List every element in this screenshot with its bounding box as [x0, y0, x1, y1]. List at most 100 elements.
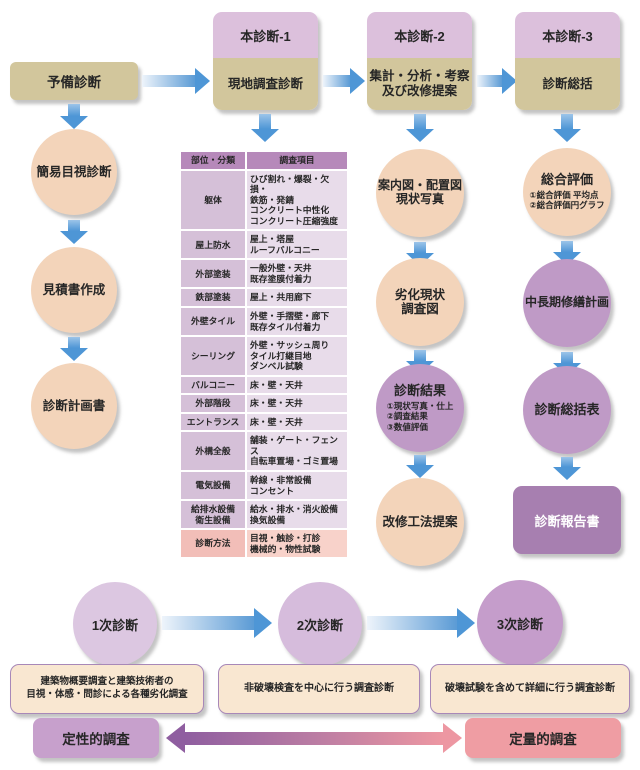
items-cell: 幹線・非常設備 コンセント [247, 472, 347, 500]
table-header-category: 部位・分類 [181, 152, 245, 169]
stage-box-1: 本診断-1 現地調査診断 [213, 12, 318, 110]
category-cell: シーリング [181, 337, 245, 375]
summary-step-1-detail: ①総合評価 平均点 ②総合評価円グラフ [529, 189, 605, 211]
category-cell: 屋上防水 [181, 231, 245, 259]
items-cell: 床・壁・天井 [247, 395, 347, 412]
left-step-circle-1: 簡易目視診断 [31, 129, 117, 215]
summary-step-3-title: 診断総括表 [534, 401, 600, 417]
table-row: 外部階段 床・壁・天井 [181, 395, 347, 412]
stage-2-body: 集計・分析・考察 及び改修提案 [367, 58, 472, 110]
primary-description-box: 建築物概要調査と建築技術者の 目視・体感・問診による各種劣化調査 [10, 664, 204, 714]
analysis-step-2-title: 劣化現状 調査図 [394, 287, 445, 316]
analysis-step-circle-4: 改修工法提案 [376, 478, 464, 566]
category-cell: 鉄部塗装 [181, 289, 245, 307]
stage-3-header: 本診断-3 [515, 12, 620, 58]
category-cell: 躯体 [181, 170, 245, 230]
stage-1-header: 本診断-1 [213, 12, 318, 58]
table-row: 屋上防水 屋上・塔屋 ルーフバルコニー [181, 231, 347, 259]
diagnosis-report-label: 診断報告書 [534, 513, 600, 529]
table-row: 外壁タイル 外壁・手摺壁・廊下 既存タイル付着力 [181, 308, 347, 336]
secondary-diagnosis-label: 2次診断 [296, 617, 344, 633]
table-row-diagnosis-method: 診断方法 目視・触診・打診 機械的・物性試験 [181, 530, 347, 558]
down-arrow-icon [406, 455, 434, 478]
table-row: 外構全般 舗装・ゲート・フェンス 自転車置場・ゴミ置場 [181, 432, 347, 471]
quantitative-survey-box: 定量的調査 [465, 718, 621, 758]
items-cell: 床・壁・天井 [247, 413, 347, 431]
items-cell: 外壁・サッシュ周り タイル打継目地 ダンベル試験 [247, 337, 347, 375]
left-step-3-label: 診断計画書 [42, 398, 106, 413]
category-cell: エントランス [181, 413, 245, 431]
tertiary-diagnosis-label: 3次診断 [496, 616, 544, 632]
summary-step-circle-3: 診断総括表 [523, 366, 611, 454]
down-arrow-icon [60, 104, 88, 129]
analysis-step-3-title: 診断結果 [393, 382, 446, 398]
items-cell: 外壁・手摺壁・廊下 既存タイル付着力 [247, 308, 347, 336]
items-cell: 一般外壁・天井 既存塗膜付着力 [247, 260, 347, 288]
right-arrow-icon [323, 68, 365, 94]
stage-1-body: 現地調査診断 [213, 58, 318, 110]
stage-box-2: 本診断-2 集計・分析・考察 及び改修提案 [367, 12, 472, 110]
down-arrow-icon [251, 114, 279, 142]
category-cell: 診断方法 [181, 530, 245, 558]
preliminary-diagnosis-box: 予備診断 [10, 62, 138, 100]
qualitative-survey-box: 定性的調査 [33, 718, 159, 758]
table-row: 鉄部塗装 屋上・共用廊下 [181, 289, 347, 307]
items-cell: 舗装・ゲート・フェンス 自転車置場・ゴミ置場 [247, 432, 347, 471]
quantitative-survey-label: 定量的調査 [509, 732, 577, 747]
table-row: バルコニー 床・壁・天井 [181, 376, 347, 394]
tertiary-diagnosis-circle: 3次診断 [477, 580, 563, 666]
analysis-step-4-title: 改修工法提案 [382, 514, 458, 529]
down-arrow-icon [60, 220, 88, 244]
right-arrow-icon [477, 68, 517, 94]
down-arrow-icon [60, 337, 88, 361]
secondary-diagnosis-circle: 2次診断 [278, 582, 362, 666]
table-row: シーリング 外壁・サッシュ周り タイル打継目地 ダンベル試験 [181, 337, 347, 375]
category-cell: 外構全般 [181, 432, 245, 471]
category-cell: 外部塗装 [181, 260, 245, 288]
primary-diagnosis-circle: 1次診断 [73, 582, 157, 666]
right-arrow-icon [142, 68, 210, 94]
table-row: エントランス 床・壁・天井 [181, 413, 347, 431]
items-cell: 床・壁・天井 [247, 376, 347, 394]
summary-step-1-title: 総合評価 [540, 171, 593, 187]
analysis-step-1-title: 案内図・配置図 現状写真 [377, 178, 462, 206]
items-cell: 給水・排水・消火設備 換気設備 [247, 501, 347, 529]
category-cell: 外壁タイル [181, 308, 245, 336]
down-arrow-icon [553, 457, 581, 480]
analysis-step-circle-3: 診断結果 ①現状写真・仕上 ②調査結果 ③数値評価 [376, 364, 464, 452]
summary-step-circle-1: 総合評価 ①総合評価 平均点 ②総合評価円グラフ [523, 148, 611, 236]
diagnosis-report-box: 診断報告書 [513, 486, 621, 554]
table-header-row: 部位・分類 調査項目 [181, 152, 347, 169]
stage-2-header: 本診断-2 [367, 12, 472, 58]
down-arrow-icon [406, 114, 434, 142]
category-cell: 外部階段 [181, 395, 245, 412]
primary-diagnosis-label: 1次診断 [91, 617, 139, 633]
table-row: 電気設備 幹線・非常設備 コンセント [181, 472, 347, 500]
stage-box-3: 本診断-3 診断総括 [515, 12, 620, 110]
stage-3-body: 診断総括 [515, 58, 620, 110]
items-cell: 屋上・共用廊下 [247, 289, 347, 307]
left-step-circle-3: 診断計画書 [31, 363, 117, 449]
tertiary-description-box: 破壊試験を含めて詳細に行う調査診断 [430, 664, 630, 714]
analysis-step-circle-1: 案内図・配置図 現状写真 [376, 149, 464, 237]
right-arrow-icon [367, 608, 475, 638]
summary-step-circle-2: 中長期修繕計画 [523, 259, 611, 347]
table-row: 給排水設備 衛生設備 給水・排水・消火設備 換気設備 [181, 501, 347, 529]
secondary-description-box: 非破壊検査を中心に行う調査診断 [218, 664, 420, 714]
analysis-step-circle-2: 劣化現状 調査図 [376, 258, 464, 346]
preliminary-diagnosis-label: 予備診断 [47, 75, 101, 90]
analysis-step-3-detail: ①現状写真・仕上 ②調査結果 ③数値評価 [386, 400, 454, 432]
right-arrow-icon [162, 608, 272, 638]
left-step-circle-2: 見積書作成 [31, 247, 117, 333]
qualitative-survey-label: 定性的調査 [62, 732, 130, 747]
double-arrow-icon [166, 723, 462, 753]
category-cell: 給排水設備 衛生設備 [181, 501, 245, 529]
category-cell: バルコニー [181, 376, 245, 394]
items-cell: ひび割れ・爆裂・欠損・ 鉄筋・発錆 コンクリート中性化 コンクリート圧縮強度 [247, 170, 347, 230]
category-cell: 電気設備 [181, 472, 245, 500]
down-arrow-icon [553, 114, 581, 142]
table-row: 躯体 ひび割れ・爆裂・欠損・ 鉄筋・発錆 コンクリート中性化 コンクリート圧縮強… [181, 170, 347, 230]
items-cell: 目視・触診・打診 機械的・物性試験 [247, 530, 347, 558]
survey-table: 部位・分類 調査項目 躯体 ひび割れ・爆裂・欠損・ 鉄筋・発錆 コンクリート中性… [181, 152, 347, 559]
